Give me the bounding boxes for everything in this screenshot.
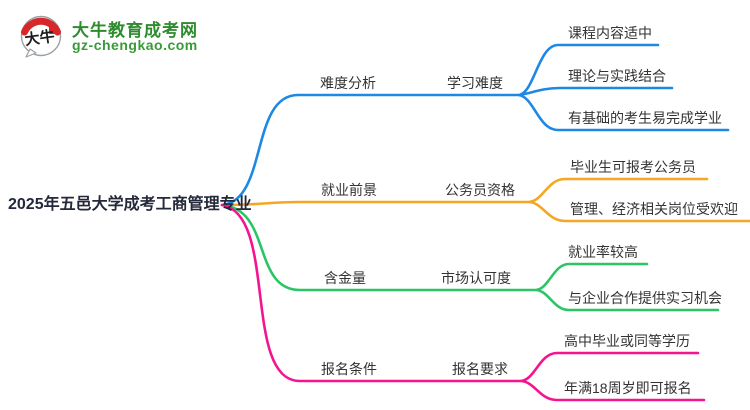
- leaf-basics-complete: 有基础的考生易完成学业: [568, 110, 722, 126]
- leaf-course-content: 课程内容适中: [568, 25, 652, 41]
- branch-employment-lines: [220, 177, 750, 223]
- node-civil-servant-qualification: 公务员资格: [445, 182, 515, 198]
- leaf-internship-chance: 与企业合作提供实习机会: [568, 290, 722, 306]
- root-node-label: 2025年五邑大学成考工商管理专业: [8, 196, 252, 213]
- node-registration-condition: 报名条件: [321, 361, 377, 377]
- logo-site-name: 大牛教育成考网: [72, 21, 198, 40]
- leaf-civil-servant-exam: 毕业生可报考公务员: [570, 159, 696, 175]
- branch-value-lines: [220, 203, 720, 312]
- leaf-theory-practice: 理论与实践结合: [568, 68, 666, 84]
- branch-registration-lines: [220, 203, 706, 402]
- logo-bull-icon: 大牛: [20, 15, 62, 58]
- leaf-highschool-diploma: 高中毕业或同等学历: [564, 333, 690, 349]
- node-difficulty-analysis: 难度分析: [320, 75, 376, 91]
- logo-bull-text: 大牛: [24, 27, 56, 49]
- leaf-age-18: 年满18周岁即可报名: [564, 380, 692, 396]
- node-study-difficulty: 学习难度: [447, 75, 503, 91]
- node-gold-content: 含金量: [324, 270, 366, 286]
- leaf-employment-rate: 就业率较高: [568, 244, 638, 260]
- node-employment-prospect: 就业前景: [321, 182, 377, 198]
- node-registration-requirement: 报名要求: [452, 361, 508, 377]
- leaf-popular-positions: 管理、经济相关岗位受欢迎: [570, 201, 738, 217]
- site-logo: 大牛 大牛教育成考网 gz-chengkao.com: [16, 8, 236, 62]
- branch-difficulty-lines: [220, 43, 730, 207]
- node-market-recognition: 市场认可度: [441, 270, 511, 286]
- logo-site-domain: gz-chengkao.com: [72, 37, 198, 53]
